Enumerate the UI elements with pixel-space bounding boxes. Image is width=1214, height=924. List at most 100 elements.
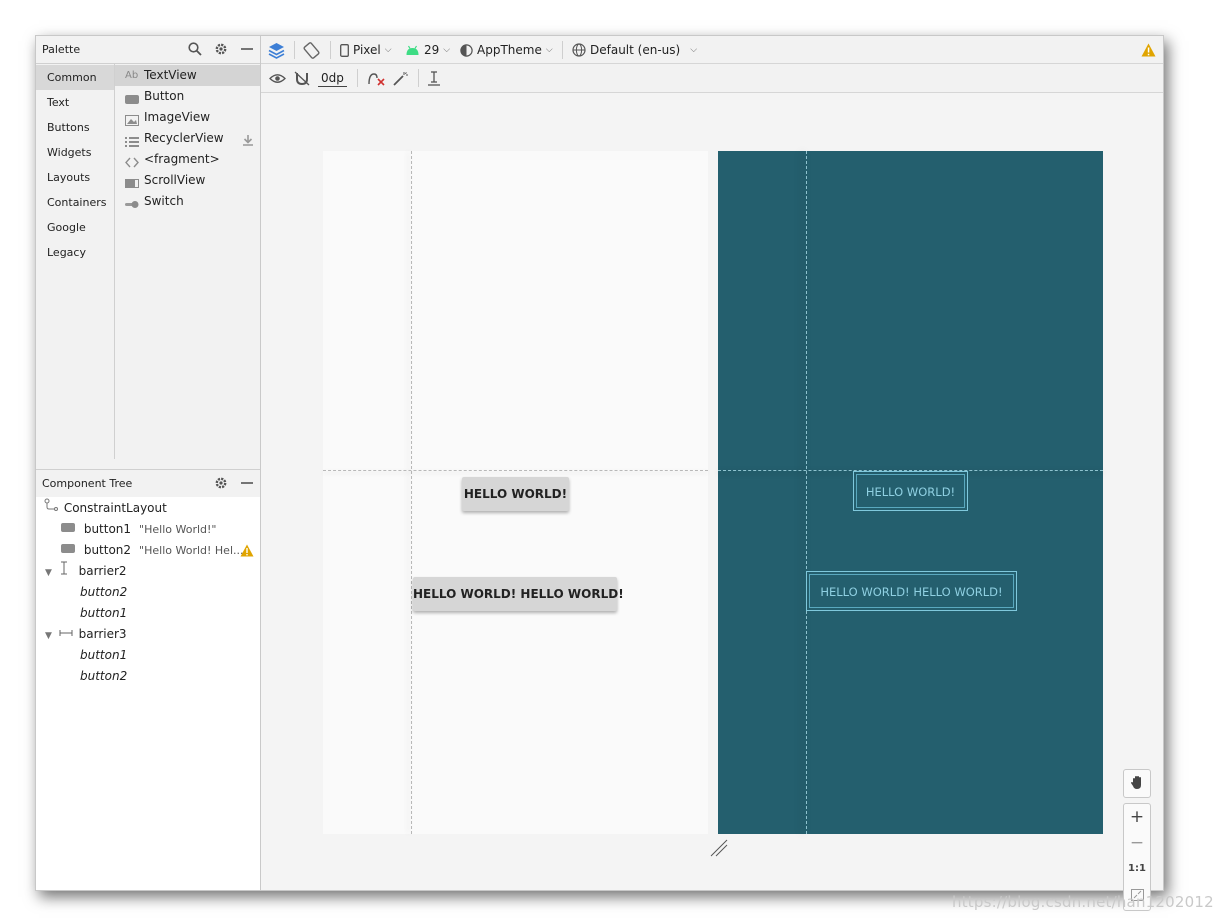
- button1[interactable]: HELLO WORLD!: [462, 477, 569, 511]
- tree-node-ref-button2[interactable]: button2: [80, 585, 128, 599]
- margin-value: 0dp: [321, 71, 344, 85]
- warning-icon[interactable]: [240, 544, 254, 560]
- theme-icon: [460, 43, 473, 57]
- warning-icon[interactable]: [1141, 40, 1156, 60]
- vertical-barrier-icon: [59, 561, 75, 582]
- category-widgets[interactable]: Widgets: [47, 146, 92, 159]
- switch-icon: [125, 196, 139, 208]
- palette-item-recyclerview[interactable]: RecyclerView: [115, 128, 260, 149]
- clear-constraints-icon[interactable]: [367, 68, 385, 88]
- chevron-down-icon: ⌵: [443, 45, 451, 55]
- category-text[interactable]: Text: [47, 96, 70, 109]
- align-baseline-icon[interactable]: [427, 68, 441, 88]
- tree-node-button2[interactable]: button2"Hello World! Hel...: [61, 540, 244, 561]
- barrier-line-horizontal[interactable]: [718, 470, 1103, 471]
- separator: [562, 41, 563, 59]
- api-selector[interactable]: 29 ⌵: [405, 40, 450, 60]
- palette-header: Palette: [36, 36, 260, 64]
- gear-icon[interactable]: [213, 41, 229, 57]
- zoom-out-button[interactable]: −: [1129, 833, 1145, 853]
- barrier-line-horizontal[interactable]: [323, 470, 708, 471]
- tree-node-barrier2[interactable]: ▼ barrier2: [45, 561, 127, 582]
- tree-node-label: barrier2: [78, 564, 127, 578]
- search-icon[interactable]: [187, 41, 203, 57]
- constraint-toolbar: 0dp: [261, 64, 1163, 93]
- separator: [418, 69, 419, 87]
- magic-wand-icon[interactable]: [392, 68, 408, 88]
- palette-item-fragment[interactable]: <fragment>: [115, 149, 260, 170]
- textview-icon: Ab: [125, 70, 139, 81]
- tree-node-button1[interactable]: button1 "Hello World!": [61, 519, 216, 540]
- tree-node-label: ConstraintLayout: [63, 501, 167, 515]
- separator: [330, 41, 331, 59]
- hand-icon[interactable]: [1124, 770, 1150, 796]
- watermark: https://blog.csdn.net/han1202012: [952, 893, 1214, 911]
- tree-node-ref-button1[interactable]: button1: [80, 606, 128, 620]
- expand-arrow-icon[interactable]: ▼: [45, 568, 52, 578]
- tree-node-barrier3[interactable]: ▼ barrier3: [45, 624, 127, 645]
- download-icon[interactable]: [242, 132, 254, 153]
- orientation-icon[interactable]: [303, 40, 320, 60]
- barrier-line-vertical[interactable]: [806, 151, 807, 834]
- category-containers[interactable]: Containers: [47, 196, 107, 209]
- palette-item-switch[interactable]: Switch: [115, 191, 260, 212]
- locale-selector[interactable]: Default (en-us) ⌵: [572, 40, 697, 60]
- palette-item-scrollview[interactable]: ScrollView: [115, 170, 260, 191]
- device-label: Pixel: [353, 43, 381, 57]
- component-tree-header: Component Tree: [36, 469, 260, 498]
- globe-icon: [572, 43, 586, 57]
- tree-node-ref-button2[interactable]: button2: [80, 669, 128, 683]
- barrier-line-vertical[interactable]: [411, 151, 412, 834]
- theme-selector[interactable]: AppTheme ⌵: [460, 40, 553, 60]
- code-icon: [125, 154, 139, 168]
- default-margin-field[interactable]: 0dp: [318, 70, 347, 87]
- button-icon: [61, 519, 80, 540]
- palette-item-textview[interactable]: Ab TextView: [115, 65, 260, 86]
- design-canvas[interactable]: HELLO WORLD! HELLO WORLD! HELLO WORLD! H…: [261, 93, 1163, 911]
- blueprint-surface[interactable]: HELLO WORLD! HELLO WORLD! HELLO WORLD!: [718, 151, 1103, 834]
- category-google[interactable]: Google: [47, 221, 86, 234]
- palette-item-label: <fragment>: [144, 152, 220, 166]
- component-tree: ConstraintLayout button1 "Hello World!" b…: [36, 497, 260, 890]
- button-icon: [125, 91, 139, 104]
- phone-icon: [340, 43, 349, 57]
- tree-node-ref-button1[interactable]: button1: [80, 648, 128, 662]
- palette-item-label: ScrollView: [144, 173, 206, 187]
- separator: [357, 69, 358, 87]
- button1-blueprint[interactable]: HELLO WORLD!: [853, 471, 968, 511]
- palette-title: Palette: [42, 43, 81, 56]
- magnet-off-icon[interactable]: [294, 68, 310, 88]
- tree-node-text: "Hello World!": [139, 523, 217, 536]
- theme-label: AppTheme: [477, 43, 542, 57]
- tree-node-label: barrier3: [78, 627, 127, 641]
- palette-item-button[interactable]: Button: [115, 86, 260, 107]
- button2-blueprint[interactable]: HELLO WORLD! HELLO WORLD!: [806, 571, 1017, 611]
- category-buttons[interactable]: Buttons: [47, 121, 90, 134]
- layers-icon[interactable]: [268, 40, 285, 60]
- palette-item-imageview[interactable]: ImageView: [115, 107, 260, 128]
- minimize-icon[interactable]: [239, 475, 255, 491]
- category-common[interactable]: Common: [36, 65, 114, 90]
- tree-node-constraintlayout[interactable]: ConstraintLayout: [44, 498, 167, 519]
- chevron-down-icon: ⌵: [384, 45, 392, 55]
- design-surface[interactable]: HELLO WORLD! HELLO WORLD! HELLO WORLD!: [323, 151, 708, 834]
- expand-arrow-icon[interactable]: ▼: [45, 631, 52, 641]
- eye-icon[interactable]: [269, 68, 286, 88]
- button2[interactable]: HELLO WORLD! HELLO WORLD!: [413, 577, 624, 611]
- resize-handle-icon[interactable]: [710, 839, 728, 857]
- palette-item-label: ImageView: [144, 110, 211, 124]
- palette-items: Ab TextView Button ImageView RecyclerVie…: [115, 64, 260, 459]
- gear-icon[interactable]: [213, 475, 229, 491]
- zoom-to-fit-icon[interactable]: [1124, 882, 1150, 908]
- category-layouts[interactable]: Layouts: [47, 171, 91, 184]
- minimize-icon[interactable]: [239, 41, 255, 57]
- category-legacy[interactable]: Legacy: [47, 246, 86, 259]
- component-tree-title: Component Tree: [42, 477, 133, 490]
- palette-categories: Common Text Buttons Widgets Layouts Cont…: [36, 64, 115, 459]
- tree-node-label: button1: [83, 522, 132, 536]
- zoom-actual-size-button[interactable]: 1:1: [1128, 863, 1146, 874]
- zoom-in-button[interactable]: +: [1129, 807, 1145, 827]
- button-icon: [61, 540, 80, 561]
- device-selector[interactable]: Pixel ⌵: [340, 40, 392, 60]
- locale-label: Default (en-us): [590, 43, 681, 57]
